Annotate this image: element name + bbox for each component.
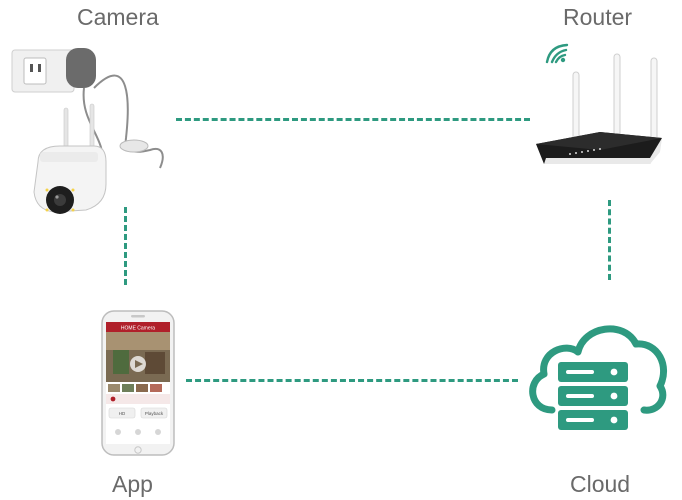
app-cloud-connector bbox=[186, 379, 518, 382]
app-screen-hd-button: HD bbox=[119, 411, 126, 416]
router-device bbox=[530, 40, 670, 170]
cloud-device bbox=[522, 312, 672, 442]
cloud-server-icon bbox=[529, 325, 668, 430]
router-label: Router bbox=[563, 4, 633, 30]
router-cloud-connector bbox=[608, 200, 611, 280]
wifi-router-icon bbox=[536, 43, 662, 164]
app-label: App bbox=[112, 471, 153, 497]
app-device: HOME Camera HD Playback bbox=[101, 310, 177, 458]
ptz-camera-icon bbox=[11, 48, 164, 214]
wifi-signal-icon bbox=[545, 43, 569, 64]
smartphone-app-icon: HOME Camera HD Playback bbox=[101, 310, 175, 456]
app-screen-title: HOME Camera bbox=[121, 326, 155, 332]
camera-router-connector bbox=[176, 118, 530, 121]
camera-app-connector bbox=[124, 207, 127, 285]
camera-label: Camera bbox=[77, 4, 159, 30]
cloud-label: Cloud bbox=[570, 471, 631, 497]
camera-device bbox=[10, 42, 170, 222]
app-screen-playback-button: Playback bbox=[145, 411, 164, 416]
